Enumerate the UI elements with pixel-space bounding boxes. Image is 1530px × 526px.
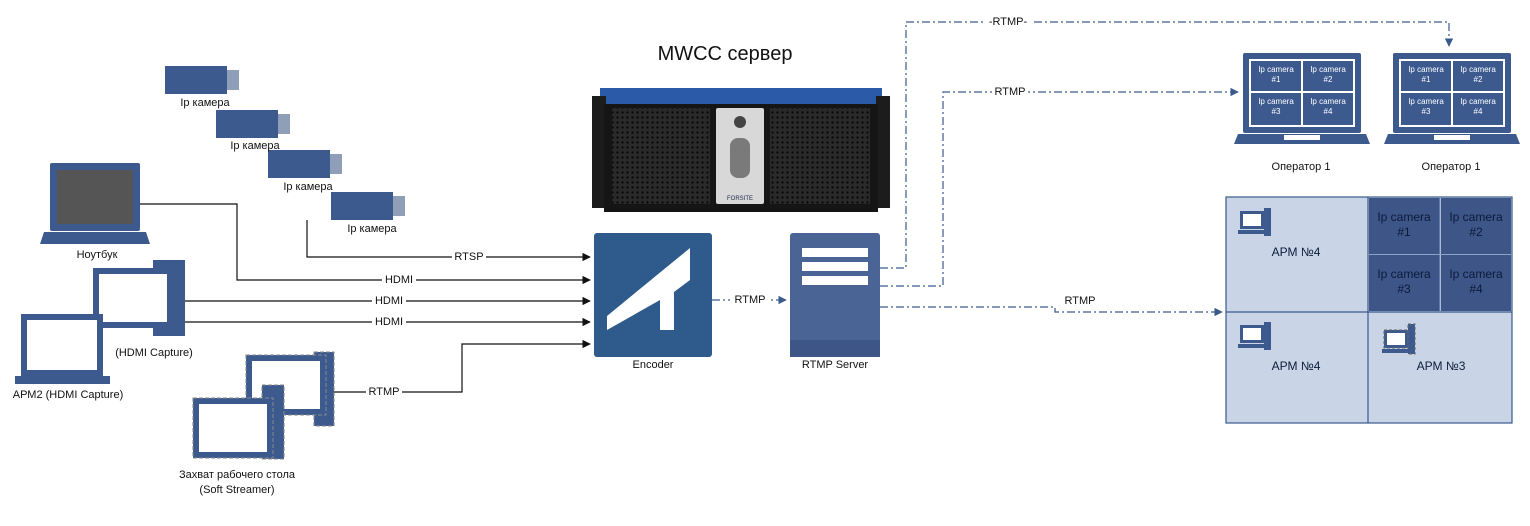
screen-cell-label: Ip camera	[1310, 65, 1346, 74]
soft-streamer-label: (Soft Streamer)	[199, 484, 274, 496]
wall-cell-label: #1	[1397, 225, 1411, 239]
wall-cell-label: Ip camera	[1377, 210, 1431, 224]
screen-cell-label: #2	[1324, 75, 1333, 84]
link-label: -RTMP-	[989, 16, 1028, 28]
operator-label: Оператор 1	[1422, 161, 1481, 173]
screen-cell-label: #1	[1422, 75, 1431, 84]
workstation-label: АРМ №4	[1272, 245, 1321, 259]
screen-cell-label: #3	[1272, 107, 1281, 116]
operator-screen-labels: Ip camera #1 Ip camera #2 Ip camera #3 I…	[1408, 65, 1496, 116]
ip-camera-label: Ip камера	[283, 181, 333, 193]
link-label: HDMI	[375, 316, 403, 328]
server-chassis-icon: FORSITE	[592, 88, 890, 212]
desktop-pc-icon	[15, 260, 185, 384]
encoder-node	[594, 233, 712, 357]
link-label: RTMP	[735, 294, 766, 306]
soft-streamer-label: Захват рабочего стола	[179, 469, 296, 481]
operator-laptop-icon	[1384, 53, 1520, 144]
ip-camera-label: Ip камера	[180, 97, 230, 109]
rtmp-server-node	[790, 233, 880, 357]
screen-cell-label: #4	[1324, 107, 1333, 116]
screen-cell-label: #4	[1474, 107, 1483, 116]
ip-camera-label: Ip камера	[230, 140, 280, 152]
wall-cell-label: #2	[1469, 225, 1483, 239]
server-brand: FORSITE	[727, 196, 753, 202]
workstation-icon	[1238, 208, 1416, 355]
video-wall	[1225, 196, 1513, 424]
screen-cell-label: Ip camera	[1258, 65, 1294, 74]
wall-cell-label: Ip camera	[1449, 210, 1503, 224]
laptop-icon	[40, 163, 150, 244]
soft-streamer-pc-icon	[192, 351, 335, 460]
link-label: HDMI	[385, 274, 413, 286]
screen-cell-label: Ip camera	[1408, 97, 1444, 106]
screen-cell-label: #2	[1474, 75, 1483, 84]
wall-cell-label: #3	[1397, 282, 1411, 296]
link-label: HDMI	[375, 295, 403, 307]
hdmi-capture-label: (HDMI Capture)	[115, 347, 193, 359]
screen-cell-label: #3	[1422, 107, 1431, 116]
link-label: RTMP	[369, 386, 400, 398]
ip-camera-icon	[165, 66, 405, 220]
laptop-label: Ноутбук	[77, 249, 118, 261]
screen-cell-label: Ip camera	[1408, 65, 1444, 74]
workstation-label: АРМ №3	[1417, 359, 1466, 373]
link-label: RTSP	[454, 251, 483, 263]
wall-cell-label: Ip camera	[1377, 267, 1431, 281]
encoder-label: Encoder	[633, 359, 674, 371]
hdmi-capture-label: АРМ2 (HDMI Capture)	[13, 389, 124, 401]
wall-cell-labels: Ip camera #1 Ip camera #2 Ip camera #3 I…	[1377, 210, 1503, 296]
ip-camera-label: Ip камера	[347, 223, 397, 235]
screen-cell-label: #1	[1272, 75, 1281, 84]
workstation-label: АРМ №4	[1272, 359, 1321, 373]
screen-cell-label: Ip camera	[1460, 97, 1496, 106]
operator-screen-labels: Ip camera #1 Ip camera #2 Ip camera #3 I…	[1258, 65, 1346, 116]
wall-cell-label: #4	[1469, 282, 1483, 296]
screen-cell-label: Ip camera	[1310, 97, 1346, 106]
screen-cell-label: Ip camera	[1258, 97, 1294, 106]
page-title: MWCC сервер	[658, 43, 793, 65]
operator-laptop-icon	[1234, 53, 1370, 144]
screen-cell-label: Ip camera	[1460, 65, 1496, 74]
wall-cell-label: Ip camera	[1449, 267, 1503, 281]
output-rtmp-links	[880, 21, 1454, 317]
link-label: RTMP	[995, 86, 1026, 98]
rtmp-server-label: RTMP Server	[802, 359, 869, 371]
link-label: RTMP	[1065, 295, 1096, 307]
operator-label: Оператор 1	[1272, 161, 1331, 173]
